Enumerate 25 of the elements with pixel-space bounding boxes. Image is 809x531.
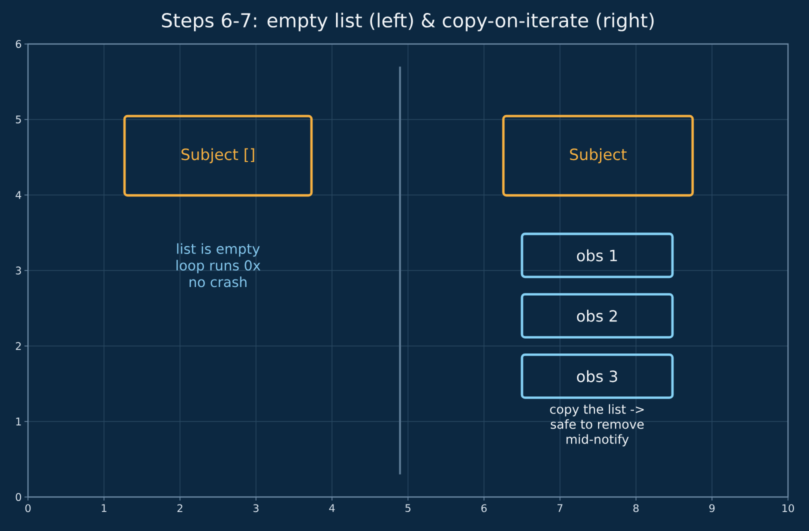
tick-label: 2 xyxy=(177,504,182,512)
observer-box: obs 3 xyxy=(520,353,674,399)
tick-label: 9 xyxy=(709,504,715,512)
tick-label: 3 xyxy=(16,266,21,274)
tick-label: 2 xyxy=(16,342,21,350)
note-text: list is empty loop runs 0x no crash xyxy=(176,243,260,288)
observer-box: obs 1 xyxy=(520,232,674,278)
tick-label: 1 xyxy=(102,504,106,512)
subject-box: Subject xyxy=(502,114,694,197)
tick-label: 5 xyxy=(16,116,21,124)
tick-label: 4 xyxy=(16,191,22,199)
observer-box: obs 2 xyxy=(520,293,674,338)
tick-label: 0 xyxy=(16,493,22,501)
title: Steps 6-7: empty list (left) & copy-on-iterate (right) xyxy=(162,12,654,32)
tick-label: 5 xyxy=(405,504,410,512)
tick-label: 3 xyxy=(253,504,258,512)
tick-label: 6 xyxy=(16,40,22,48)
tick-label: 0 xyxy=(25,504,31,512)
tick-label: 8 xyxy=(633,504,639,512)
tick-label: 7 xyxy=(558,504,562,512)
tick-label: 10 xyxy=(782,504,794,512)
tick-label: 6 xyxy=(481,504,487,512)
tick-label: 4 xyxy=(329,504,335,512)
tick-label: 1 xyxy=(16,418,21,426)
subject-box: Subject [] xyxy=(123,114,313,197)
